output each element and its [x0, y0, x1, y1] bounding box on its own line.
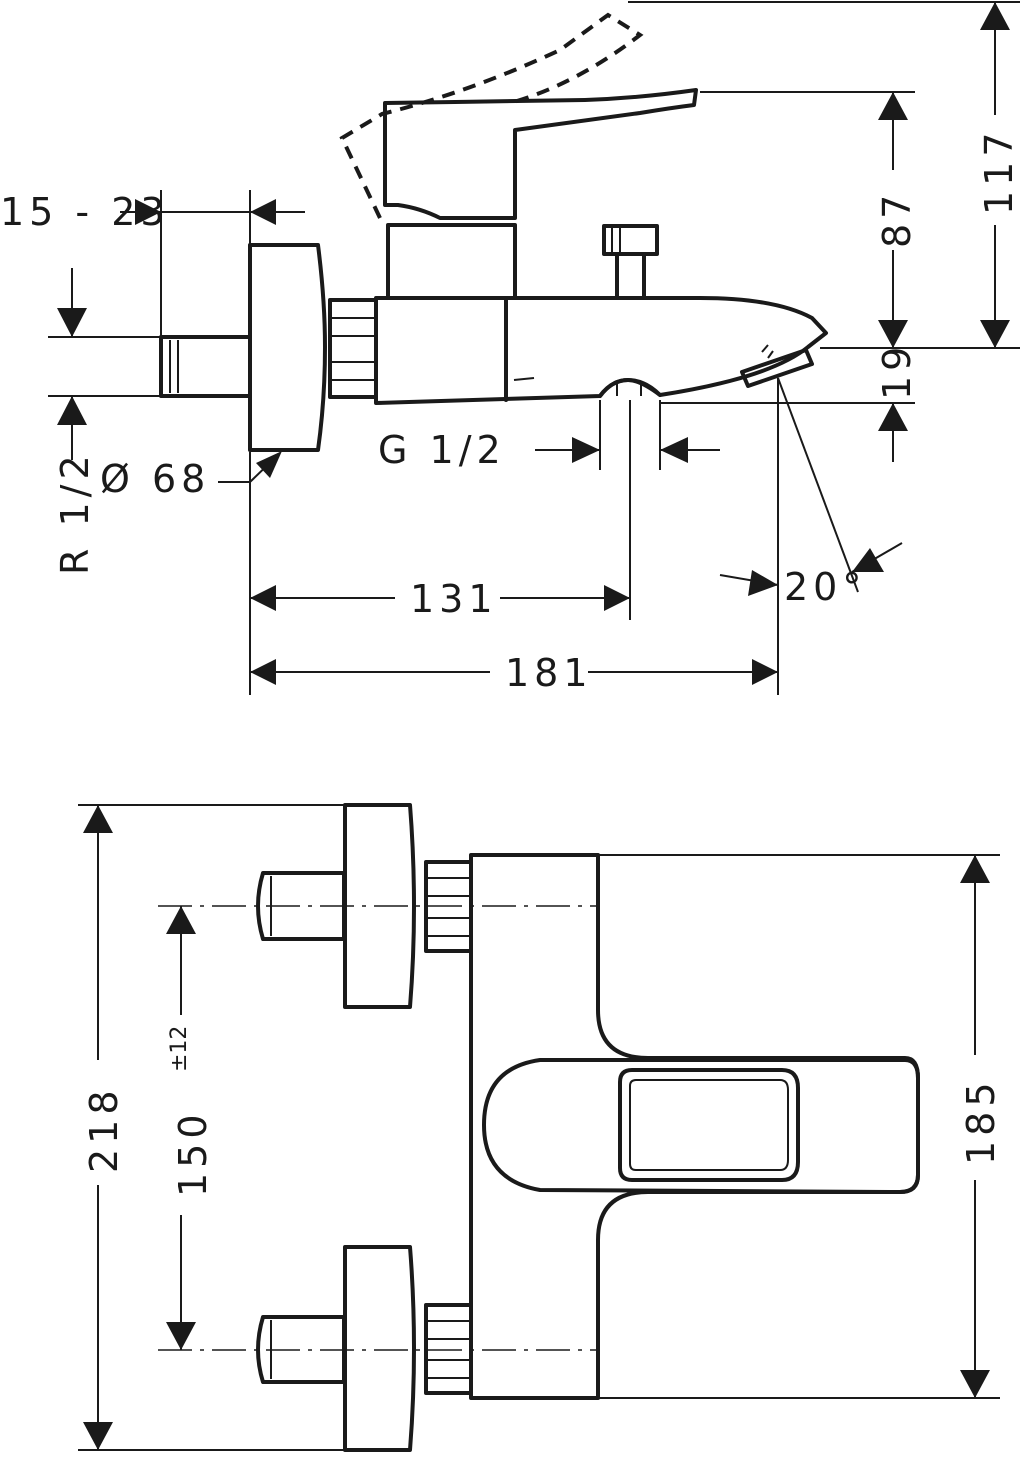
dim-wall-thickness-label: 15 - 23 [0, 190, 170, 234]
wall-rosette [248, 243, 327, 452]
union-nut [328, 298, 378, 399]
inlet-nipple [159, 335, 252, 398]
dim-rosette-diameter-label: Ø 68 [100, 457, 210, 501]
lower-rosette [343, 1245, 416, 1452]
dim-projection-label: 181 [505, 651, 593, 695]
upper-nipple [256, 871, 346, 941]
dim-height-lever-label: 87 [875, 190, 919, 248]
mixer-body-top [469, 853, 920, 1400]
dim-body-width-label: 185 [959, 1077, 1003, 1165]
dim-outlet-depth-label: 131 [410, 577, 498, 621]
dim-spout-drop-label: 19 [875, 342, 919, 400]
lever-handle [383, 88, 698, 220]
lever-handle-top [482, 1058, 920, 1194]
dim-outlet-thread-label: G 1/2 [378, 428, 506, 472]
dim-center-tolerance-label: ±12 [167, 1026, 192, 1072]
dim-height-total-label: 117 [977, 127, 1020, 215]
dim-inlet-thread-label: R 1/2 [53, 450, 97, 575]
upper-rosette [343, 803, 416, 1009]
lever-inset [618, 1068, 800, 1182]
cartridge-housing [386, 223, 517, 300]
lower-nut [424, 1303, 473, 1395]
dim-center-distance-label: 150 [171, 1109, 215, 1197]
top-view: 218 150 ±12 185 [78, 803, 1003, 1452]
mixer-body [374, 296, 828, 405]
side-view: 15 - 23 R 1/2 Ø 68 G 1/2 131 [0, 1, 1020, 695]
aerator [740, 348, 814, 388]
lever-open-position [339, 12, 644, 219]
lower-nipple [256, 1315, 346, 1384]
dim-spout-angle-label: 20° [784, 565, 866, 609]
outlet-connector [598, 378, 662, 398]
dim-overall-width-label: 218 [82, 1085, 126, 1173]
